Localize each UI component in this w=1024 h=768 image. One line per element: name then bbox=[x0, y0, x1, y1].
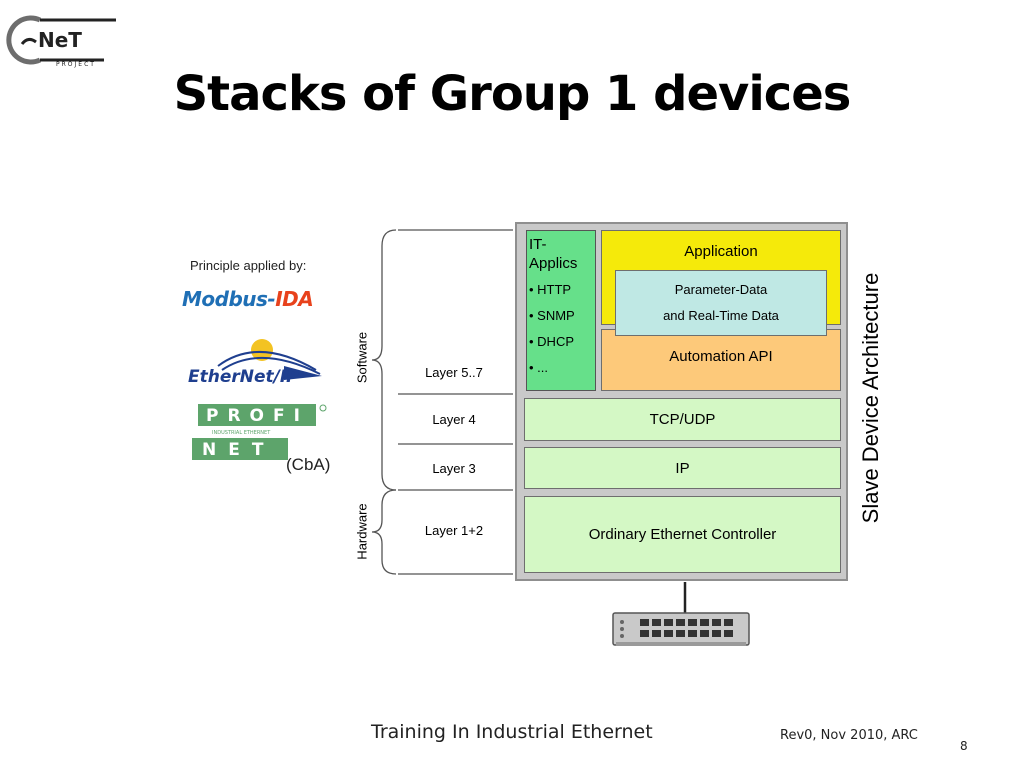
svg-text:NeT: NeT bbox=[38, 28, 82, 52]
it-applications-list: • HTTP • SNMP • DHCP • ... bbox=[529, 277, 593, 381]
tcp-udp-box: TCP/UDP bbox=[524, 398, 841, 441]
profinet-logo: PROFI INDUSTRIAL ETHERNET NET bbox=[192, 404, 327, 460]
svg-text:INDUSTRIAL ETHERNET: INDUSTRIAL ETHERNET bbox=[212, 430, 271, 436]
list-item: • ... bbox=[529, 360, 548, 375]
list-item: • SNMP bbox=[529, 308, 575, 323]
ethernetip-logo: EtherNet/IP bbox=[188, 339, 322, 386]
layer-3-label: Layer 3 bbox=[432, 461, 476, 476]
svg-text:PROJECT: PROJECT bbox=[56, 61, 96, 68]
parameter-line-1: Parameter-Data bbox=[674, 282, 768, 297]
network-switch-icon bbox=[612, 612, 750, 646]
footer-title: Training In Industrial Ethernet bbox=[371, 721, 653, 743]
footer-revision: Rev0, Nov 2010, ARC bbox=[780, 728, 918, 743]
list-item: • DHCP bbox=[529, 334, 574, 349]
principle-label: Principle applied by: bbox=[190, 258, 307, 273]
ip-box: IP bbox=[524, 447, 841, 489]
it-applications-title: IT- Applics bbox=[529, 236, 578, 272]
layer-4-label: Layer 4 bbox=[432, 412, 476, 427]
svg-text:PROFI: PROFI bbox=[206, 406, 309, 426]
hardware-label: Hardware bbox=[354, 503, 370, 560]
hardware-brace bbox=[371, 489, 397, 575]
layer-5-7-label: Layer 5..7 bbox=[425, 365, 483, 380]
modbus-ida-logo: Modbus-IDA bbox=[182, 287, 314, 311]
software-label: Software bbox=[354, 331, 370, 384]
page-number: 8 bbox=[960, 739, 968, 753]
automation-api-box: Automation API bbox=[601, 329, 841, 391]
architecture-label: Slave Device Architecture bbox=[858, 272, 883, 524]
list-item: • HTTP bbox=[529, 282, 572, 297]
software-brace bbox=[371, 229, 397, 491]
layer-1-2-label: Layer 1+2 bbox=[424, 523, 484, 538]
slide-title: Stacks of Group 1 devices bbox=[173, 66, 852, 122]
parameter-line-2: and Real-Time Data bbox=[663, 308, 779, 323]
cba-label: (CbA) bbox=[286, 455, 331, 474]
ethernet-controller-box: Ordinary Ethernet Controller bbox=[524, 496, 841, 573]
onet-logo: NeT PROJECT bbox=[6, 15, 116, 68]
svg-text:EtherNet/IP: EtherNet/IP bbox=[188, 367, 299, 386]
it-applications-box: IT- Applics • HTTP • SNMP • DHCP • ... bbox=[526, 230, 596, 391]
svg-text:NET: NET bbox=[202, 440, 275, 460]
parameter-data-box: Parameter-Data and Real-Time Data bbox=[615, 270, 827, 336]
